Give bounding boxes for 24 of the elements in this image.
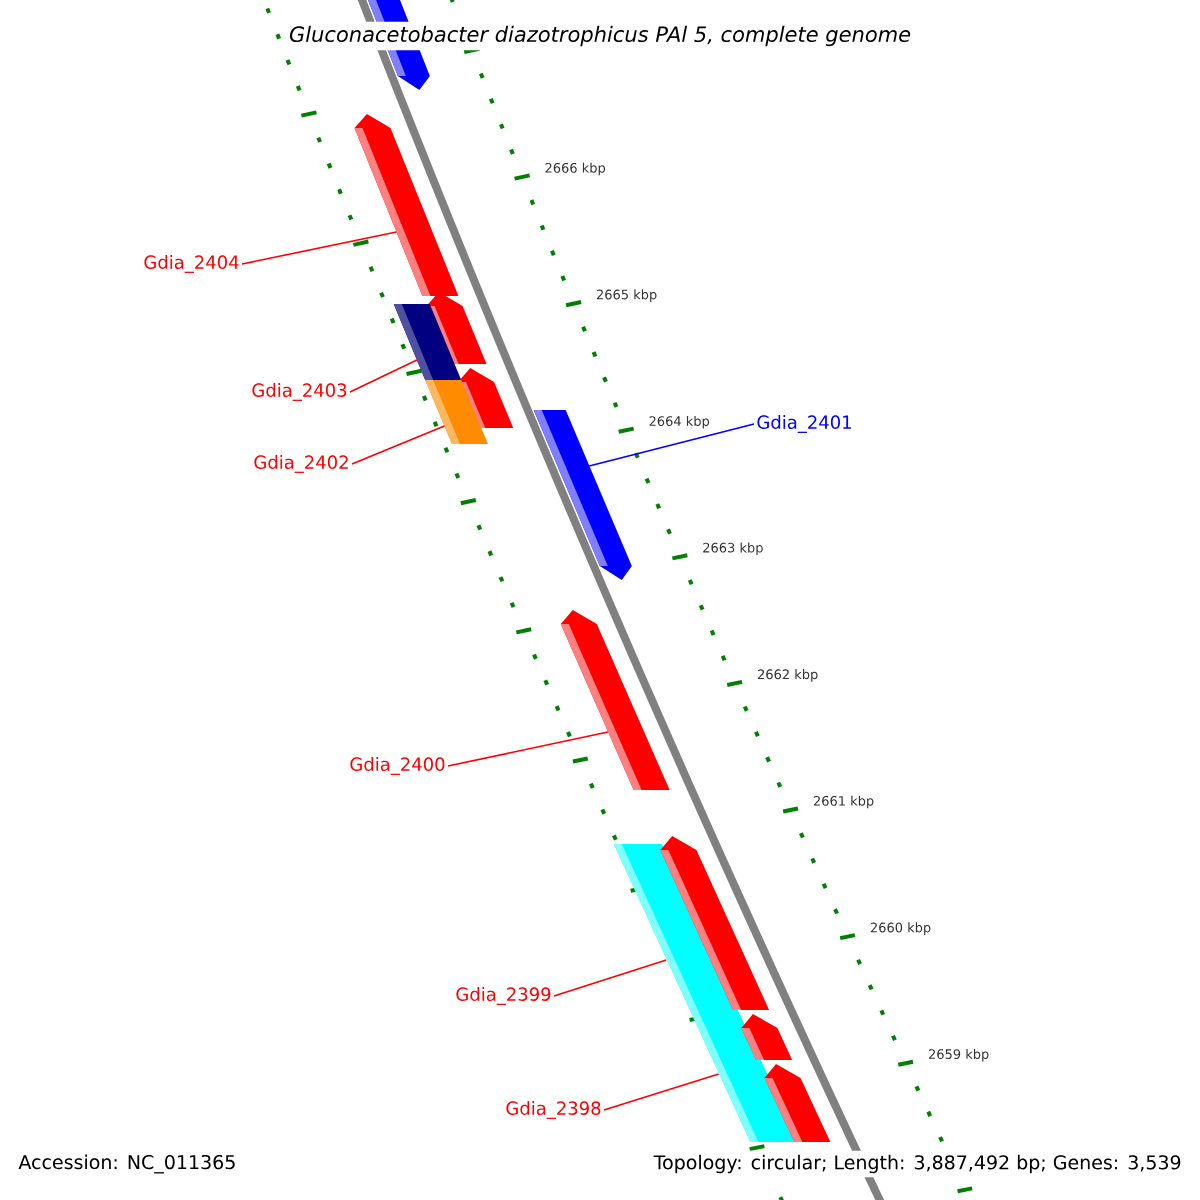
gene-label: Gdia_2404 [144,255,239,273]
leader-line [603,1073,720,1111]
title: Gluconacetobacter diazotrophicus PAl 5, complete genome [284,21,916,51]
gene-label: Gdia_2402 [254,455,348,473]
gene-block [764,1064,831,1142]
leader-line [447,731,609,767]
gene-block [393,304,462,380]
gene-block [660,836,770,1010]
gene-block [354,114,459,296]
footer-text: Accession: NC_011365 [14,1150,241,1178]
leader-line [349,359,418,393]
gene-label: Gdia_2398 [506,1101,601,1119]
gene-label: Gdia_2401 [757,415,851,433]
gene-label: Gdia_2400 [350,757,445,775]
gene-label: Gdia_2403 [252,383,347,401]
leader-line [588,423,755,467]
footer-text: Topology: circular; Length: 3,887,492 bp; Genes: 3,539 [649,1150,1186,1178]
gene-block [425,380,488,444]
gene-block [741,1014,793,1060]
leader-line [241,231,398,265]
leader-line [553,959,667,997]
gene-label: Gdia_2399 [456,987,551,1005]
gene-block [533,410,632,580]
gene-block [560,610,670,790]
